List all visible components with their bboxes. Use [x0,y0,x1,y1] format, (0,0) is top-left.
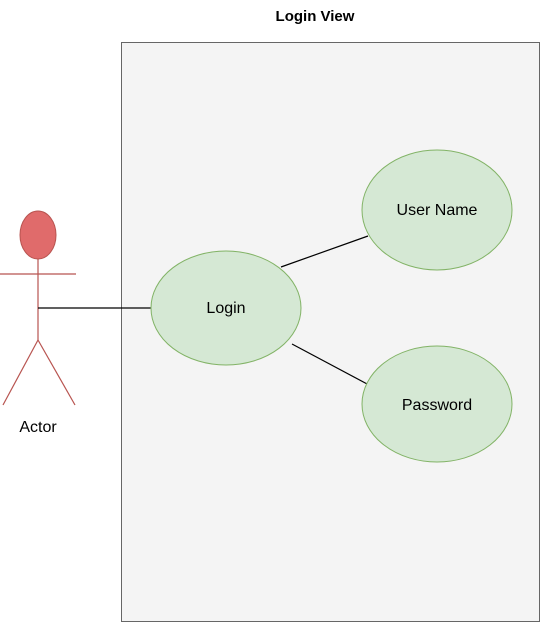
actor-left-leg [3,340,38,405]
use-case-username-label: User Name [397,202,478,219]
actor-label: Actor [19,419,57,436]
actor-head [20,211,56,259]
use-case-login[interactable]: Login [151,251,301,365]
use-case-username[interactable]: User Name [362,150,512,270]
use-case-password[interactable]: Password [362,346,512,462]
use-case-password-label: Password [402,397,472,414]
actor-right-leg [38,340,75,405]
use-case-login-label: Login [206,300,245,317]
diagram-title: Login View [276,8,355,25]
